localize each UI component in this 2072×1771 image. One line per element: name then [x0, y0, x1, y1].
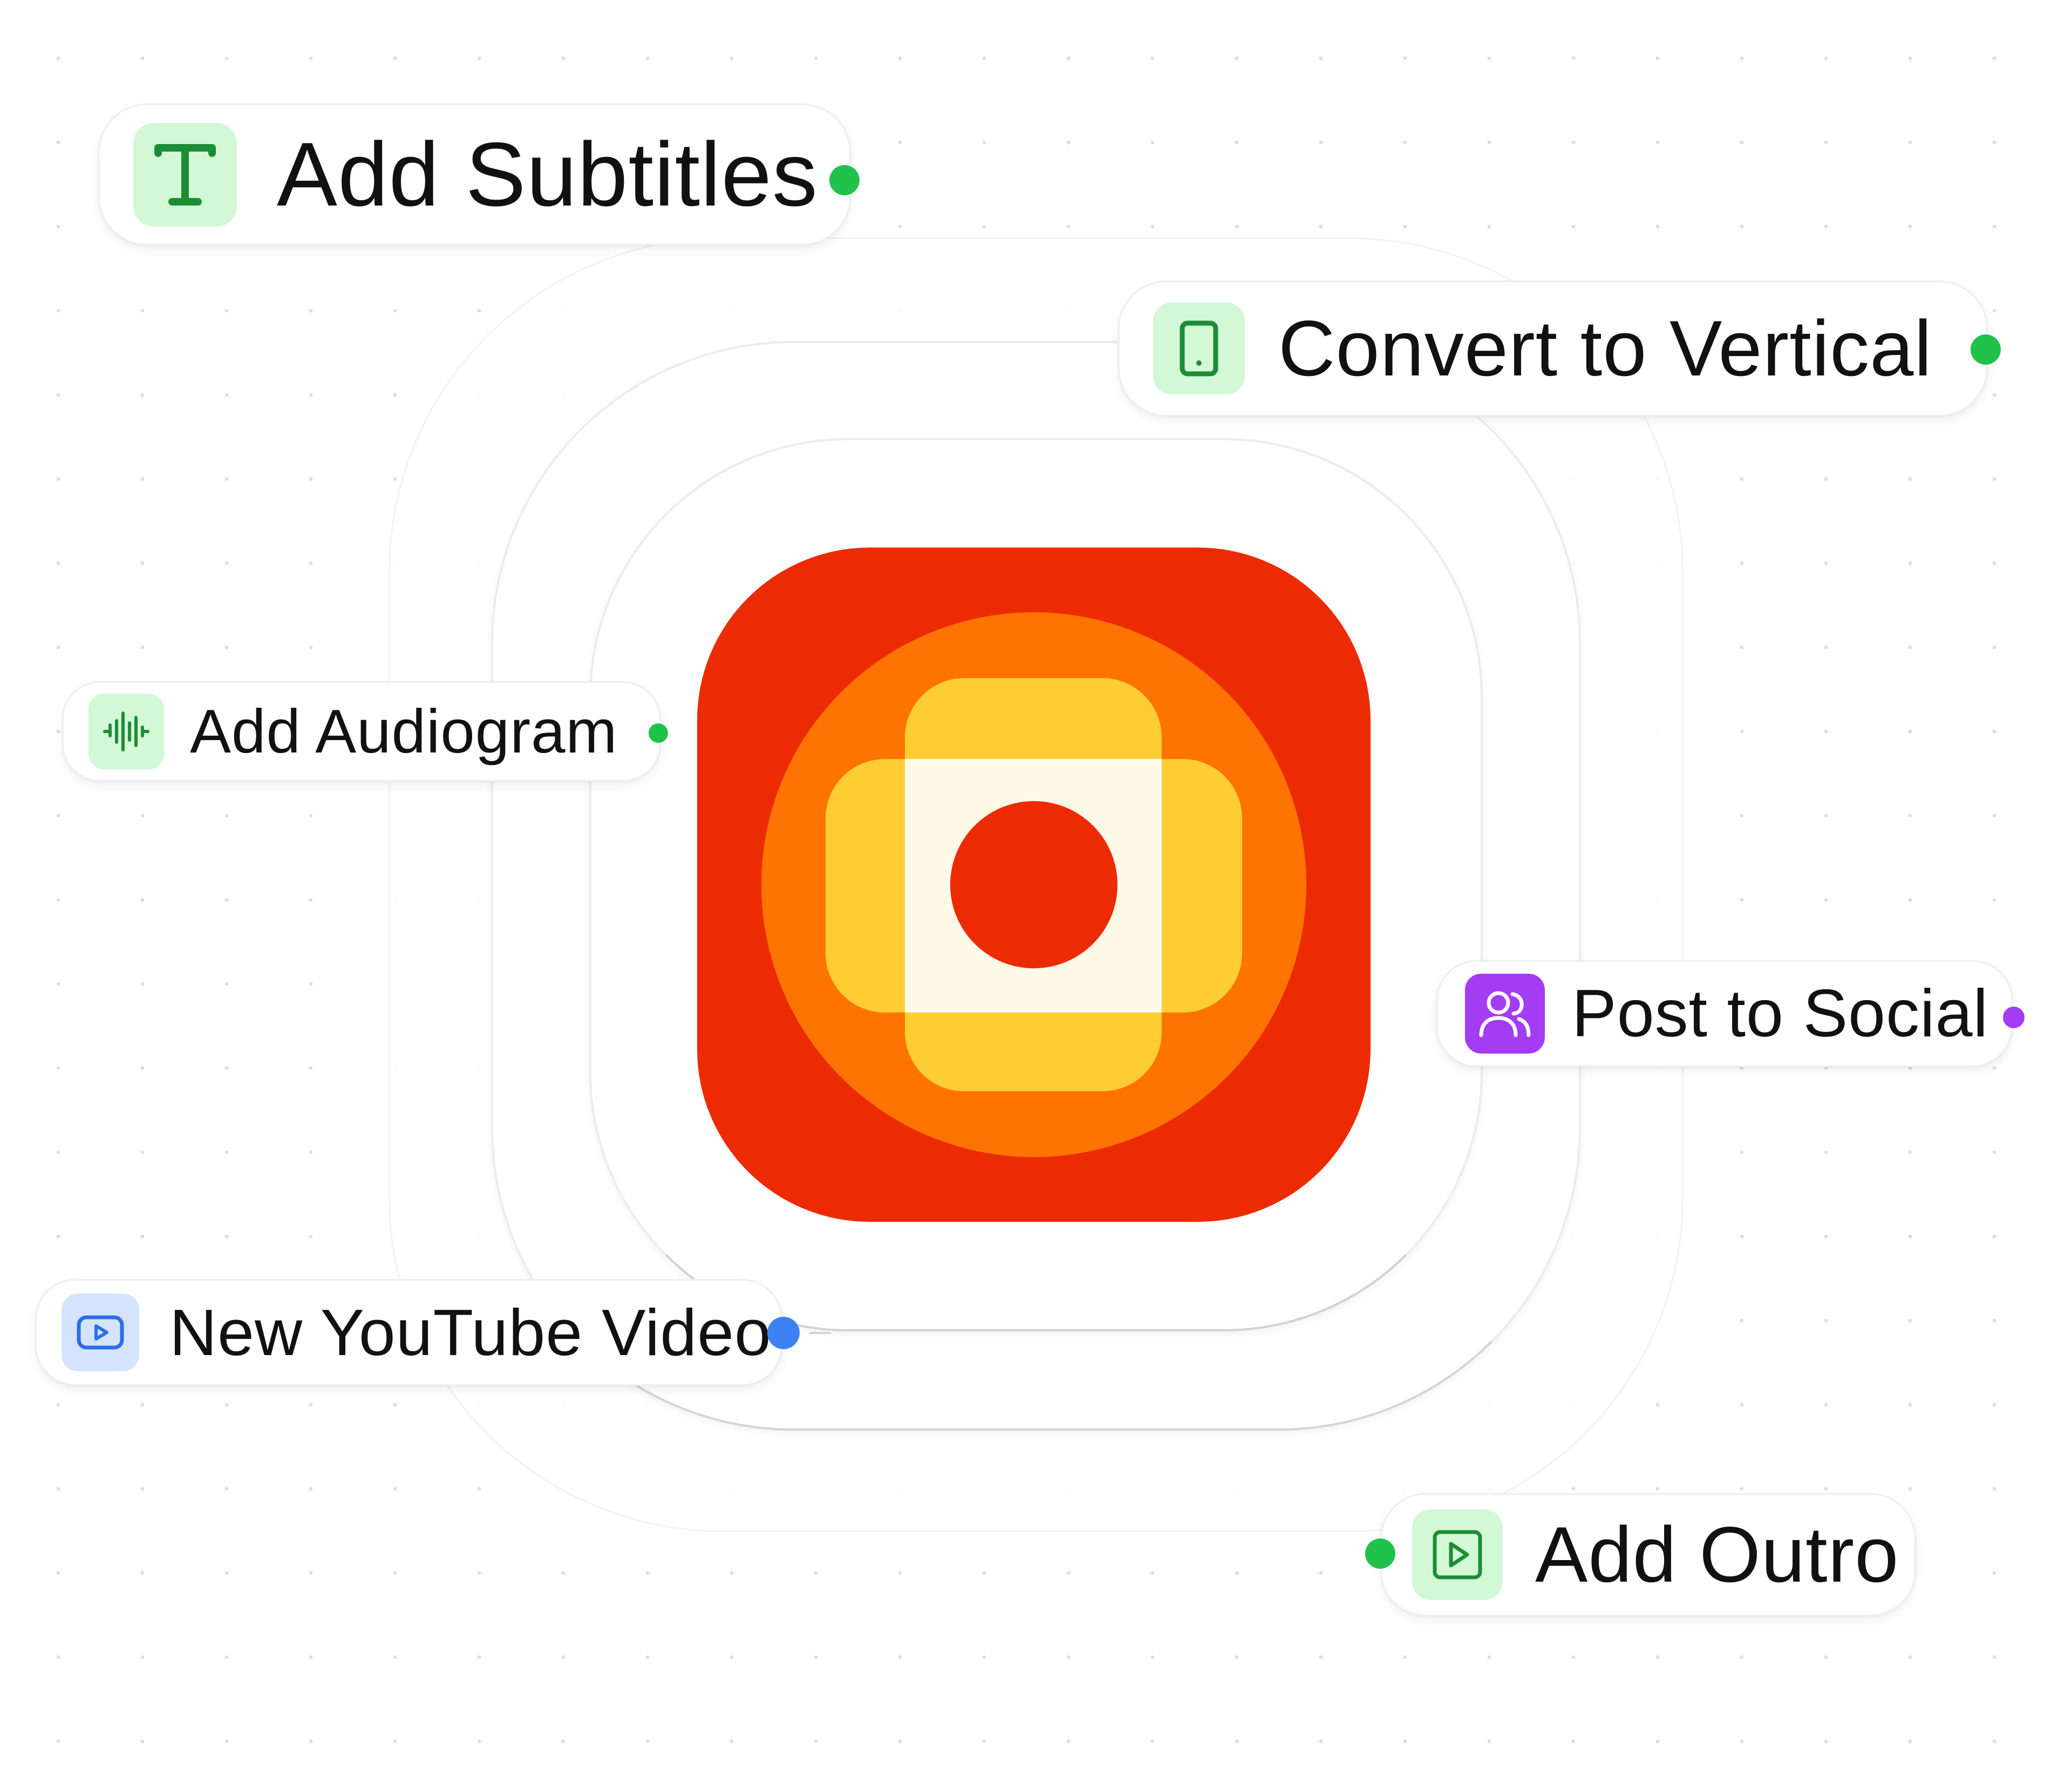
users-icon — [1465, 974, 1545, 1054]
port-add-audiogram[interactable] — [649, 723, 668, 743]
play-square-icon — [1412, 1509, 1503, 1600]
port-add-subtitles[interactable] — [829, 165, 860, 195]
node-label: Post to Social — [1572, 976, 1989, 1051]
node-add-outro[interactable]: Add Outro — [1380, 1493, 1916, 1616]
app-logo-icon — [697, 548, 1371, 1222]
node-new-youtube-video[interactable]: New YouTube Video — [35, 1279, 782, 1386]
node-post-to-social[interactable]: Post to Social — [1436, 960, 2013, 1067]
video-play-icon — [62, 1294, 139, 1371]
node-label: Add Outro — [1535, 1510, 1899, 1598]
port-new-youtube-video[interactable] — [767, 1317, 800, 1349]
node-label: Add Subtitles — [277, 124, 818, 225]
phone-icon — [1153, 303, 1245, 394]
node-add-audiogram[interactable]: Add Audiogram — [62, 681, 661, 782]
port-convert-to-vertical[interactable] — [1971, 334, 2001, 365]
node-label: New YouTube Video — [169, 1296, 772, 1369]
port-add-outro[interactable] — [1365, 1538, 1395, 1569]
text-t-icon — [133, 122, 237, 227]
waveform-icon — [88, 694, 164, 769]
node-label: Convert to Vertical — [1278, 304, 1932, 392]
port-post-to-social[interactable] — [2003, 1007, 2025, 1028]
node-add-subtitles[interactable]: Add Subtitles — [98, 104, 851, 245]
logo-center-dot — [950, 801, 1117, 968]
node-label: Add Audiogram — [190, 697, 618, 766]
node-convert-to-vertical[interactable]: Convert to Vertical — [1118, 281, 1988, 416]
